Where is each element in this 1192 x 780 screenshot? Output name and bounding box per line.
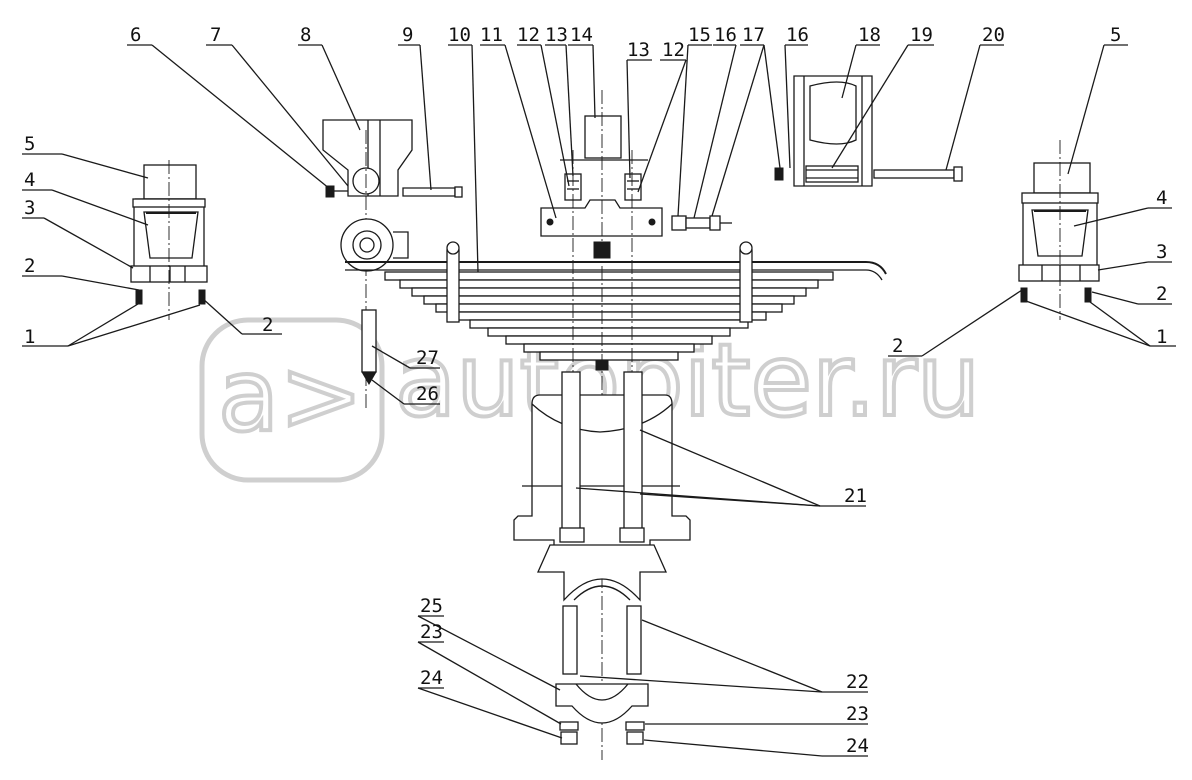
callout-2-left-a: 2 bbox=[24, 255, 35, 277]
callout-20: 20 bbox=[982, 24, 1005, 46]
callout-14: 14 bbox=[570, 24, 593, 46]
washer-left bbox=[559, 721, 579, 731]
right-bracket-top bbox=[1033, 162, 1091, 194]
nut-left bbox=[560, 731, 578, 745]
saddle-block bbox=[584, 115, 622, 159]
spring-front-eye bbox=[340, 218, 409, 272]
axle-cap bbox=[536, 544, 668, 602]
right-buffer-plate bbox=[1018, 264, 1100, 282]
callout-13-right: 13 bbox=[627, 39, 650, 61]
ubolt-nut-right bbox=[624, 173, 642, 201]
hanger-nut bbox=[325, 185, 335, 198]
ubolt-plate bbox=[540, 199, 663, 237]
front-hanger-bracket bbox=[322, 119, 463, 410]
callout-12-right: 12 bbox=[662, 39, 685, 61]
callout-5-right: 5 bbox=[1110, 24, 1121, 46]
ubolt-leg-left bbox=[561, 371, 581, 533]
rebound-clip-left bbox=[446, 249, 460, 323]
callout-2-right-b: 2 bbox=[892, 335, 903, 357]
right-bolt-2 bbox=[1084, 287, 1092, 303]
axle-bracket bbox=[513, 371, 691, 602]
callout-16-left: 16 bbox=[714, 24, 737, 46]
left-rubber-buffer bbox=[143, 211, 199, 259]
callout-15: 15 bbox=[688, 24, 711, 46]
callout-3-right: 3 bbox=[1156, 241, 1167, 263]
callout-24-right: 24 bbox=[846, 735, 869, 757]
ubolt-leg-right bbox=[623, 371, 643, 533]
leaf-spring-pack bbox=[345, 241, 887, 371]
callout-9: 9 bbox=[402, 24, 413, 46]
callout-7: 7 bbox=[210, 24, 221, 46]
stud-tip-26 bbox=[361, 371, 377, 385]
callout-22: 22 bbox=[846, 671, 869, 693]
callout-19: 19 bbox=[910, 24, 933, 46]
left-bolt-1 bbox=[135, 289, 143, 305]
grease-fitting bbox=[671, 215, 732, 231]
shackle-nut bbox=[774, 167, 784, 181]
callout-2-right-a: 2 bbox=[1156, 283, 1167, 305]
callout-6: 6 bbox=[130, 24, 141, 46]
callout-labels: 1 1 2 2 2 2 3 3 4 4 5 5 6 7 8 9 10 11 12… bbox=[24, 24, 1167, 757]
left-bump-stop-assembly bbox=[130, 160, 208, 320]
washer-right bbox=[625, 721, 645, 731]
callout-5-left: 5 bbox=[24, 133, 35, 155]
nut-right bbox=[626, 731, 644, 745]
leader-lines bbox=[22, 44, 1176, 757]
callout-25: 25 bbox=[420, 595, 443, 617]
lower-stud-left bbox=[562, 605, 578, 675]
callout-17: 17 bbox=[742, 24, 765, 46]
callout-21: 21 bbox=[844, 485, 867, 507]
callout-10: 10 bbox=[448, 24, 471, 46]
callout-26: 26 bbox=[416, 383, 439, 405]
right-bolt-1 bbox=[1020, 287, 1028, 303]
callout-3-left: 3 bbox=[24, 197, 35, 219]
callout-2-left-b: 2 bbox=[262, 314, 273, 336]
callout-13-left: 13 bbox=[545, 24, 568, 46]
right-bump-stop-assembly bbox=[1018, 140, 1100, 320]
callout-27: 27 bbox=[416, 347, 439, 369]
callout-24-left: 24 bbox=[420, 667, 443, 689]
shackle-pin bbox=[805, 165, 859, 183]
callout-1-left: 1 bbox=[24, 326, 35, 348]
axle-saddle-top bbox=[540, 90, 663, 760]
callout-18: 18 bbox=[858, 24, 881, 46]
shackle-body bbox=[809, 81, 857, 145]
stud-pin bbox=[361, 309, 377, 385]
rebound-clip-right bbox=[739, 249, 753, 323]
callout-23-left: 23 bbox=[420, 621, 443, 643]
watermark-glyph: a> bbox=[218, 337, 363, 454]
clamp-plate bbox=[555, 683, 649, 724]
callout-8: 8 bbox=[300, 24, 311, 46]
hanger-pin bbox=[402, 187, 456, 197]
callout-23-right: 23 bbox=[846, 703, 869, 725]
callout-11: 11 bbox=[480, 24, 503, 46]
callout-1-right: 1 bbox=[1156, 326, 1167, 348]
callout-4-left: 4 bbox=[24, 169, 35, 191]
left-bracket-top bbox=[143, 164, 197, 200]
rear-shackle bbox=[774, 75, 963, 187]
shackle-bolt bbox=[873, 169, 955, 179]
callout-4-right: 4 bbox=[1156, 187, 1167, 209]
watermark-badge bbox=[199, 317, 385, 483]
stud-27 bbox=[361, 309, 377, 373]
left-bolt-2 bbox=[198, 289, 206, 305]
lower-stud-right bbox=[626, 605, 642, 675]
callout-12-left: 12 bbox=[517, 24, 540, 46]
callout-16-right: 16 bbox=[786, 24, 809, 46]
